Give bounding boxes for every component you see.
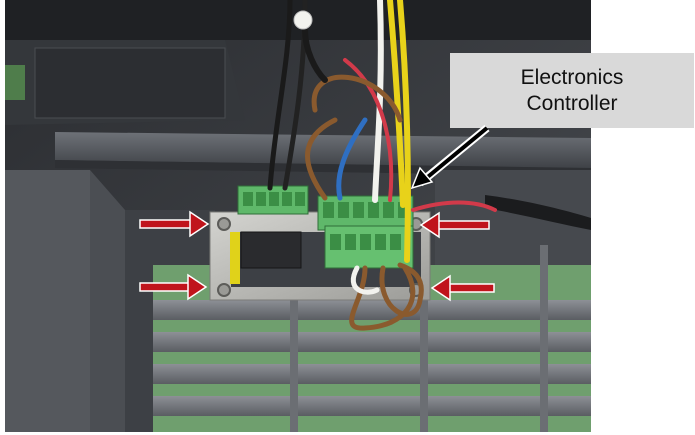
left-wall-face [5,170,90,432]
cross-bar [55,132,591,168]
callout-arrow [410,124,490,190]
left-bracket-inner [34,47,226,119]
vent-dividers [290,245,548,432]
mounting-arrow-top-left [139,210,210,238]
mounting-arrow-top-right [419,211,490,239]
callout-line-1: Electronics [520,65,624,89]
mounting-arrow-bottom-left [139,273,208,301]
yellow-wire-left [230,232,240,284]
vent-slats [153,300,591,416]
mounting-arrow-bottom-right [430,274,495,302]
electronics-controller-callout: Electronics Controller [450,53,694,128]
black-connector [240,231,302,269]
callout-line-2: Controller [526,91,618,115]
black-cable [485,195,591,230]
terminal-block-right [317,195,414,269]
green-board-edge [5,65,25,100]
wire-bundle [267,0,497,331]
terminal-block-left [237,185,309,215]
